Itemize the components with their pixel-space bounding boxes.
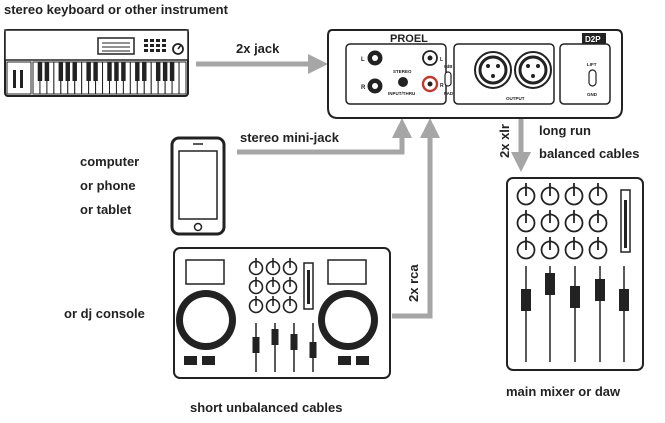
mixer-icon (506, 177, 644, 371)
label-xlr: 2x xlr (497, 124, 512, 158)
device-l-left: L (361, 57, 365, 63)
audio-interface-device: PROEL D2P L R STEREO INPUT/THRU L R 0dB … (327, 29, 623, 119)
device-brand: PROEL (390, 33, 428, 45)
device-pad: PAD (444, 91, 454, 96)
arrow-dj-to-device (392, 118, 440, 319)
device-r-left: R (361, 85, 366, 91)
device-stereo-label: STEREO (393, 69, 412, 74)
label-computer-2: or phone (80, 178, 136, 193)
label-rca: 2x rca (406, 264, 421, 302)
label-longrun-2: balanced cables (539, 146, 639, 161)
device-0db: 0dB (444, 64, 453, 69)
device-model: D2P (585, 35, 601, 44)
label-unbalanced: short unbalanced cables (190, 400, 342, 415)
label-keyboard: stereo keyboard or other instrument (4, 2, 229, 17)
xlr-output-1 (474, 51, 512, 89)
device-r-right: R (440, 83, 444, 89)
label-mixer: main mixer or daw (506, 384, 621, 399)
keyboard-icon (4, 29, 189, 97)
arrow-phone-to-device (237, 118, 412, 155)
phone-icon (170, 136, 226, 236)
dj-console-icon (173, 247, 391, 379)
label-dj: or dj console (64, 306, 145, 321)
label-minijack: stereo mini-jack (240, 130, 340, 145)
xlr-output-2 (514, 51, 552, 89)
label-computer-3: or tablet (80, 202, 132, 217)
label-computer-1: computer (80, 154, 139, 169)
device-l-right: L (440, 57, 443, 63)
device-lift: LIFT (587, 62, 597, 67)
device-output: OUTPUT (506, 96, 525, 101)
device-input-thru: INPUT/THRU (388, 91, 415, 96)
label-jack: 2x jack (236, 41, 280, 56)
label-longrun-1: long run (539, 123, 591, 138)
device-gnd: GND (587, 92, 598, 97)
